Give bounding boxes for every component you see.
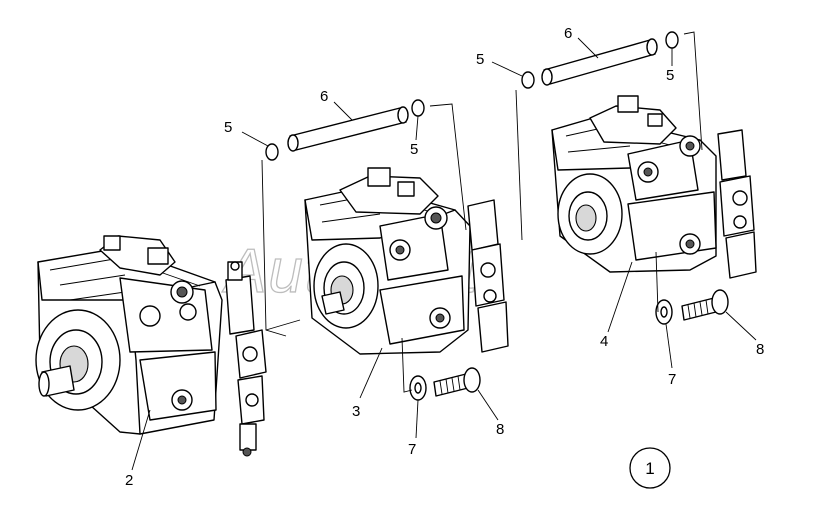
callout-4: 4 <box>600 333 608 350</box>
assembly-lines <box>261 31 703 393</box>
callout-2: 2 <box>125 472 133 489</box>
callout-5-d: 5 <box>666 67 674 84</box>
callout-labels: 5 6 5 5 6 5 2 3 4 7 8 7 8 <box>125 25 764 489</box>
callout-3: 3 <box>352 403 360 420</box>
callout-5-c: 5 <box>476 51 484 68</box>
pump-3 <box>304 167 509 355</box>
bolt-8-right <box>681 289 729 321</box>
tube-6-middle <box>287 106 409 152</box>
callout-8-b: 8 <box>756 341 764 358</box>
tube-6-right <box>541 38 658 86</box>
callout-6-a: 6 <box>320 88 328 105</box>
callout-5-a: 5 <box>224 119 232 136</box>
sheet-number: 1 <box>645 459 654 478</box>
callout-5-b: 5 <box>410 141 418 158</box>
callout-7-b: 7 <box>668 371 676 388</box>
callout-8-a: 8 <box>496 421 504 438</box>
callout-7-a: 7 <box>408 441 416 458</box>
washer-7-right <box>655 299 673 325</box>
pump-4 <box>551 95 757 279</box>
washer-7-middle <box>409 375 427 401</box>
callout-6-b: 6 <box>564 25 572 42</box>
leader-lines <box>131 37 757 471</box>
sheet-number-badge: 1 <box>629 447 671 489</box>
pump-2 <box>35 235 267 457</box>
bolt-8-middle <box>433 367 481 397</box>
